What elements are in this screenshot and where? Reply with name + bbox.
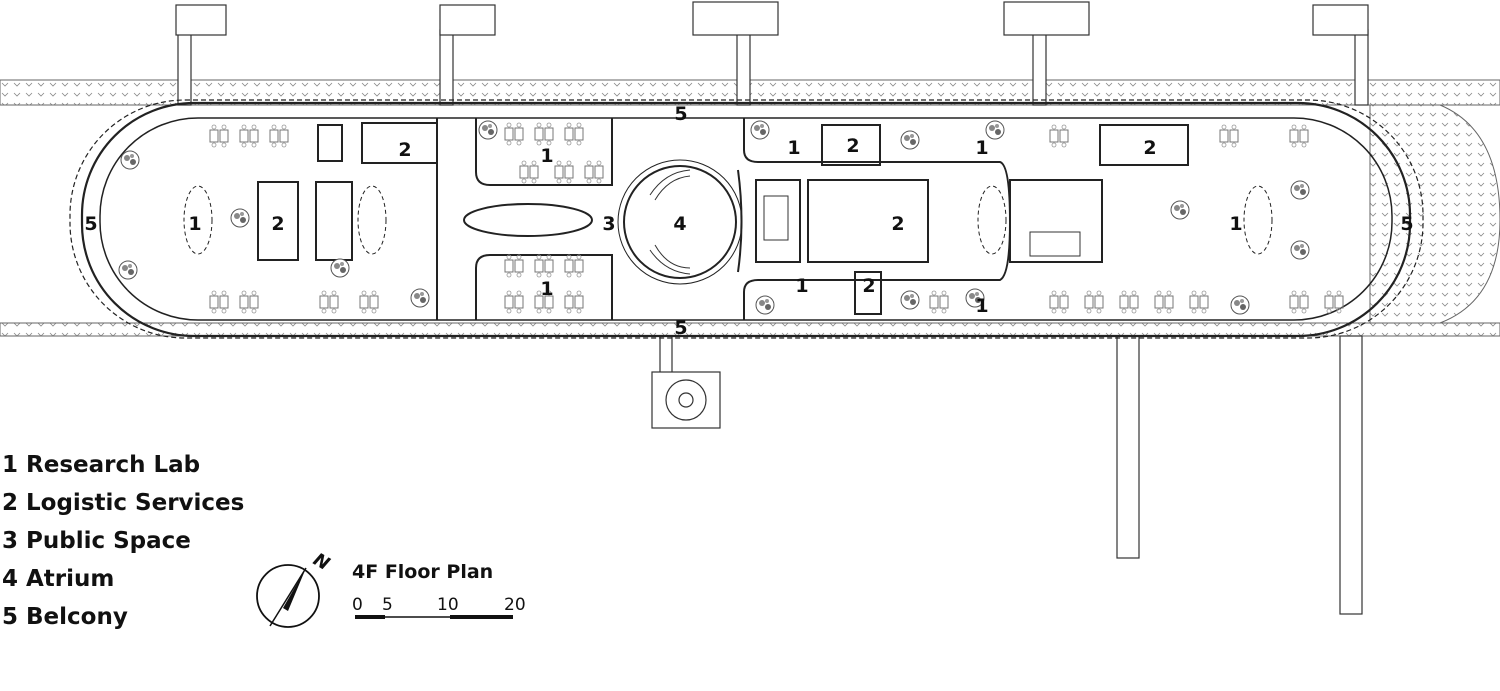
label-research-lab-3: 1 <box>540 278 553 300</box>
label-logistic-5: 2 <box>891 213 904 235</box>
label-logistic-3: 2 <box>846 135 859 157</box>
legend-item-public-space: 3 Public Space <box>2 528 191 554</box>
scale-bar: 0 5 10 20 <box>352 595 526 619</box>
north-arrow-icon: N <box>256 549 334 628</box>
legend-item-atrium: 4 Atrium <box>2 566 115 592</box>
label-belcony-left: 5 <box>84 213 97 235</box>
legend-item-belcony: 5 Belcony <box>2 604 128 630</box>
label-logistic-1: 2 <box>271 213 284 235</box>
label-research-lab-1: 1 <box>188 213 201 235</box>
label-belcony-bottom: 5 <box>674 317 687 339</box>
atrium-stair <box>649 169 1081 275</box>
label-logistic-4: 2 <box>1143 137 1156 159</box>
scale-label-20: 20 <box>504 595 526 615</box>
scale-label-10: 10 <box>437 595 459 615</box>
scale-label-5: 5 <box>382 595 393 615</box>
plan-title: 4F Floor Plan <box>352 561 494 583</box>
label-logistic-6: 2 <box>862 275 875 297</box>
label-logistic-2: 2 <box>398 139 411 161</box>
interior-rooms <box>183 118 1273 320</box>
label-belcony-right: 5 <box>1400 213 1413 235</box>
label-research-lab-2: 1 <box>540 145 553 167</box>
label-research-lab-4: 1 <box>787 137 800 159</box>
legend: 1 Research Lab 2 Logistic Services 3 Pub… <box>2 446 244 636</box>
furniture-desks <box>209 122 1344 314</box>
label-research-lab-5: 1 <box>975 137 988 159</box>
building-outline <box>69 99 1424 339</box>
scale-label-0: 0 <box>352 595 363 615</box>
legend-item-logistic-services: 2 Logistic Services <box>2 490 245 516</box>
label-atrium: 4 <box>673 213 686 235</box>
north-label: N <box>310 549 334 575</box>
legend-item-research-lab: 1 Research Lab <box>2 452 201 478</box>
label-belcony-top: 5 <box>674 103 687 125</box>
label-research-lab-8: 1 <box>1229 213 1242 235</box>
bridge-corridors <box>175 1 1369 615</box>
label-research-lab-6: 1 <box>795 275 808 297</box>
label-public-space: 3 <box>602 213 615 235</box>
room-labels: 1 1 1 1 1 1 1 1 2 2 2 2 2 2 3 4 5 5 5 5 <box>84 103 1413 339</box>
label-research-lab-7: 1 <box>975 295 988 317</box>
